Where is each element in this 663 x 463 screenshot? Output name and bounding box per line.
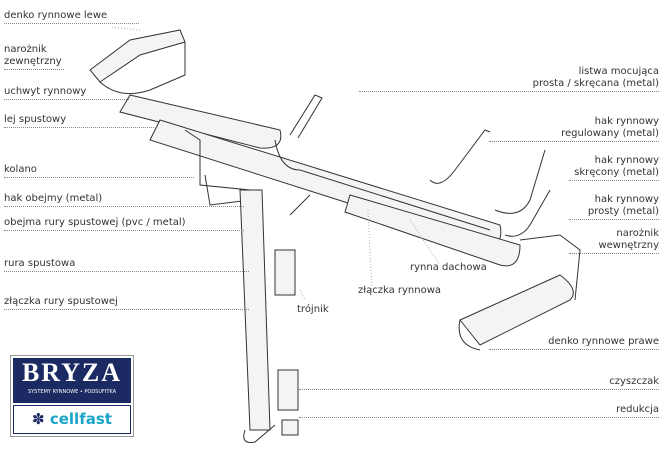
label-cleanout: czyszczak	[299, 376, 659, 390]
partner-name: cellfast	[49, 410, 112, 428]
label-clamp-hook: hak obejmy (metal)	[4, 193, 244, 207]
leader-lines	[109, 26, 441, 301]
label-gutter-bracket: uchwyt rynnowy	[4, 86, 129, 100]
label-fascia-bracket: listwa mocująca prosta / skręcana (metal…	[359, 66, 659, 92]
label-straight-hook: hak rynnowy prosty (metal)	[569, 194, 659, 220]
brand-tagline: SYSTEMY RYNNOWE • PODSUFITKA	[27, 389, 117, 395]
label-outlet: lej spustowy	[4, 114, 154, 128]
label-tee: trójnik	[297, 304, 329, 315]
gutter-main	[149, 119, 521, 267]
label-pipe-joint: złączka rury spustowej	[4, 296, 249, 310]
cellfast-flower-icon: ✽	[32, 410, 45, 428]
label-internal-corner: narożnik wewnętrzny	[569, 228, 659, 254]
label-gutter: rynna dachowa	[410, 262, 487, 273]
label-downpipe: rura spustowa	[4, 258, 249, 272]
hooks	[289, 94, 551, 237]
label-reducer: redukcja	[299, 404, 659, 418]
label-gutter-joint: złączka rynnowa	[358, 285, 442, 296]
label-pipe-clamp: obejma rury spustowej (pvc / metal)	[4, 217, 244, 231]
label-adjustable-hook: hak rynnowy regulowany (metal)	[489, 116, 659, 142]
label-left-end-cap: denko rynnowe lewe	[4, 10, 139, 24]
brand-name: BRYZA	[21, 358, 123, 387]
bryza-cellfast-logo: BRYZA SYSTEMY RYNNOWE • PODSUFITKA ✽ cell…	[10, 355, 134, 437]
gutter-right	[458, 234, 581, 351]
label-external-corner: narożnik zewnętrzny	[4, 44, 64, 70]
label-right-end-cap: denko rynnowe prawe	[489, 336, 659, 350]
label-twisted-hook: hak rynnowy skręcony (metal)	[569, 155, 659, 181]
downpipe	[184, 129, 311, 443]
label-elbow: kolano	[4, 164, 194, 178]
